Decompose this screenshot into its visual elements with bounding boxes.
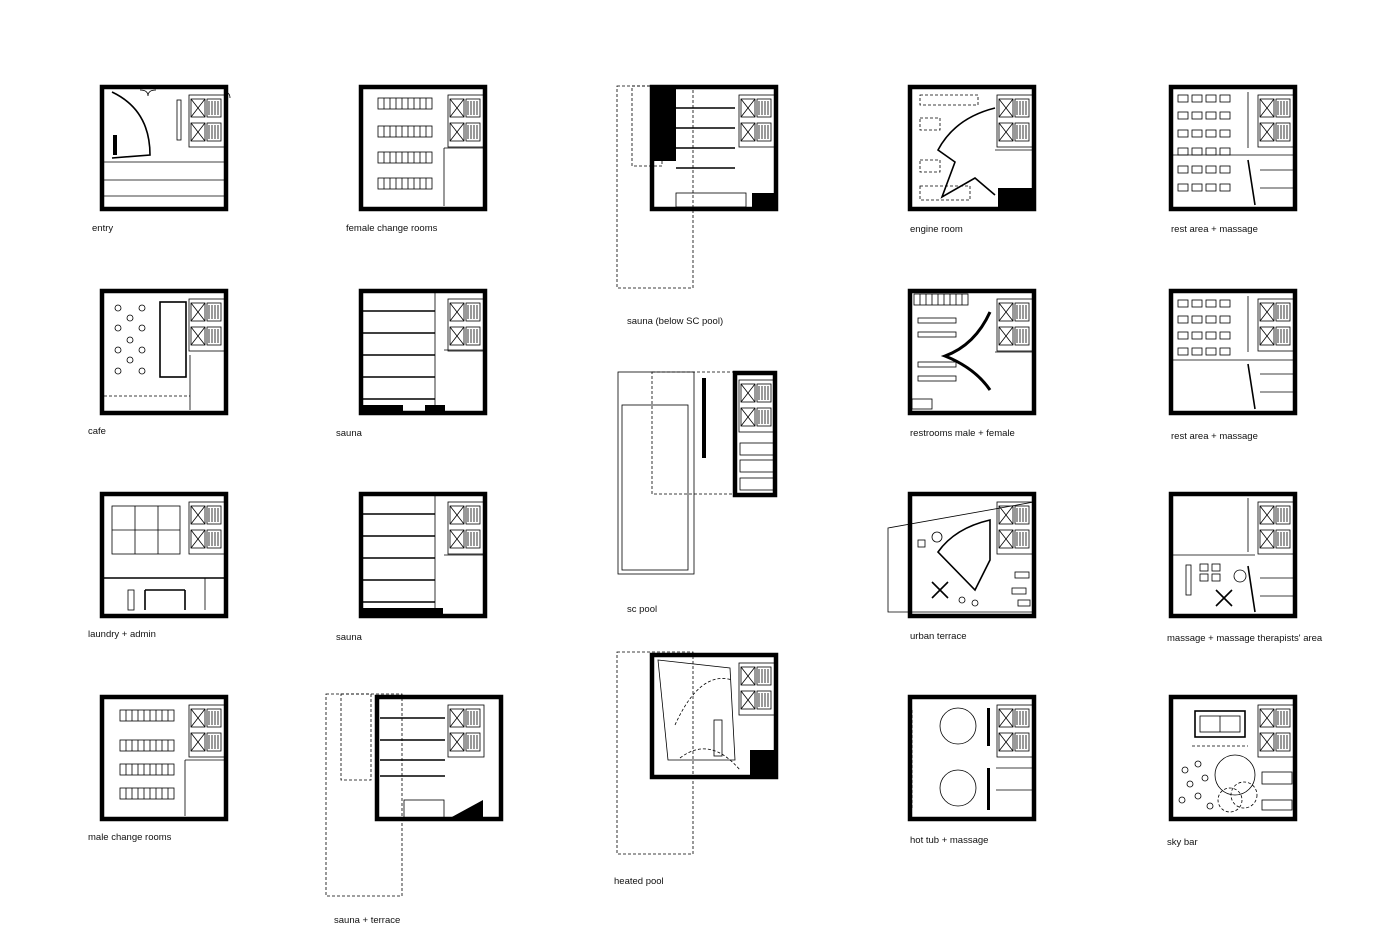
plan-label: sauna + terrace <box>334 915 400 926</box>
plan-label: urban terrace <box>910 631 967 642</box>
plan-label: rest area + massage <box>1171 431 1258 442</box>
plan-rest-area-massage-2 <box>1171 291 1295 413</box>
plan-label: hot tub + massage <box>910 835 988 846</box>
plan-label: massage + massage therapists' area <box>1167 633 1323 644</box>
plan-engine-room <box>910 87 1034 209</box>
plan-rest-area-massage-1 <box>1171 87 1295 209</box>
plan-sauna-2 <box>361 494 485 616</box>
plan-massage-therapists <box>1171 494 1295 616</box>
plan-restrooms <box>910 291 1034 413</box>
plan-label: sauna <box>336 632 363 643</box>
plan-label: heated pool <box>614 876 664 887</box>
plan-sc-pool <box>617 370 778 575</box>
plan-sauna-terrace <box>325 693 501 897</box>
plan-label: sauna (below SC pool) <box>627 316 723 327</box>
plan-label: cafe <box>88 426 106 437</box>
plan-label: entry <box>92 223 113 234</box>
plan-label: male change rooms <box>88 832 172 843</box>
plan-label: restrooms male + female <box>910 428 1015 439</box>
plan-cafe <box>102 291 226 413</box>
plan-sauna-1 <box>361 291 485 413</box>
plan-urban-terrace <box>887 494 1034 616</box>
plan-laundry-admin <box>102 494 226 616</box>
plan-label: sky bar <box>1167 837 1198 848</box>
plan-male-change-rooms <box>102 697 226 819</box>
plan-label: sauna <box>336 428 363 439</box>
plan-label: rest area + massage <box>1171 224 1258 235</box>
plan-female-change-rooms <box>361 87 485 209</box>
plan-sky-bar <box>1171 697 1295 819</box>
plan-label: laundry + admin <box>88 629 156 640</box>
plan-entry <box>102 87 231 209</box>
plan-sauna-below-sc-pool <box>616 84 779 289</box>
plan-label: engine room <box>910 224 963 235</box>
plan-heated-pool <box>616 651 779 855</box>
plan-label: sc pool <box>627 604 657 615</box>
plan-hot-tub-massage <box>910 697 1034 819</box>
plan-label: female change rooms <box>346 223 438 234</box>
